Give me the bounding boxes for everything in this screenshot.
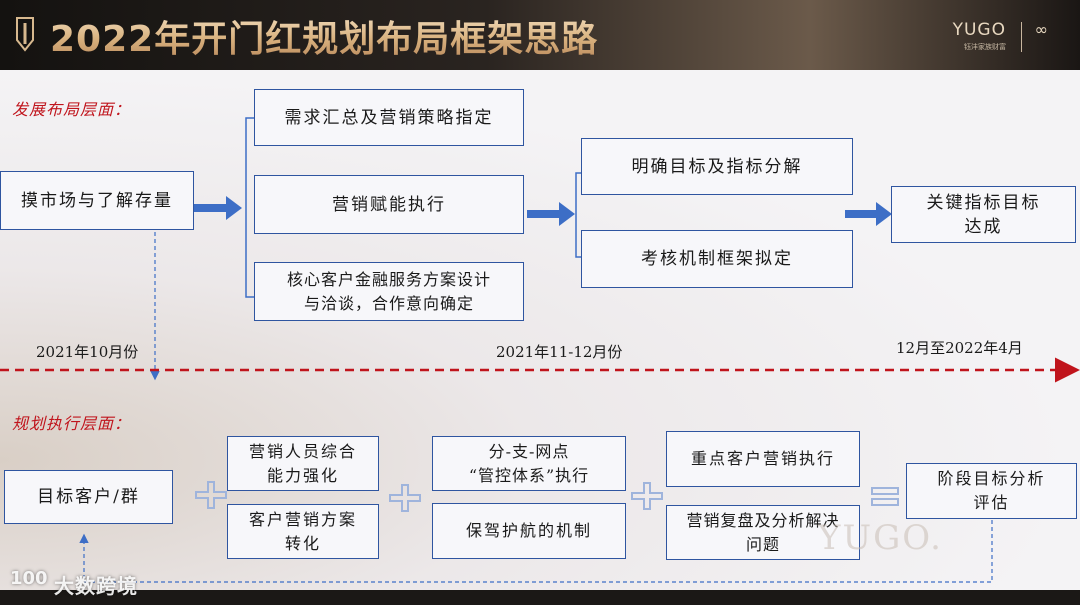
platform-logo-icon: 100 (10, 568, 48, 589)
plus-icon (632, 483, 662, 509)
timeline-label-dec-apr: 12月至2022年4月 (896, 337, 1023, 358)
marketing-enablement-box: 营销赋能执行 (254, 175, 524, 234)
execution-layer-label: 规划执行层面： (12, 410, 131, 434)
demand-strategy-box: 需求汇总及营销策略指定 (254, 89, 524, 146)
safeguard-mechanism-box: 保驾护航的机制 (432, 503, 626, 559)
market-research-box: 摸市场与了解存量 (0, 171, 194, 230)
equals-icon (872, 488, 898, 505)
arrow-phase3-to-end (845, 202, 892, 226)
arrow-phase2-to-phase3 (527, 202, 575, 226)
timeline-label-nov-dec: 2021年11-12月份 (496, 341, 622, 362)
client-plan-conversion-box: 客户营销方案 转化 (227, 504, 379, 559)
target-client-box: 目标客户/群 (4, 470, 173, 524)
timeline-label-oct: 2021年10月份 (36, 341, 138, 362)
stage-evaluation-box: 阶段目标分析 评估 (906, 463, 1077, 519)
control-system-box: 分-支-网点 “管控体系”执行 (432, 436, 626, 491)
assessment-framework-box: 考核机制框架拟定 (581, 230, 853, 288)
development-layer-label: 发展布局层面： (12, 96, 131, 120)
arrow-start-to-phase2 (194, 196, 242, 220)
core-client-plan-box: 核心客户金融服务方案设计 与洽谈，合作意向确定 (254, 262, 524, 321)
key-client-execution-box: 重点客户营销执行 (666, 431, 860, 487)
sales-capability-box: 营销人员综合 能力强化 (227, 436, 379, 491)
platform-watermark: 大数跨境 (54, 570, 138, 599)
key-target-box: 关键指标目标 达成 (891, 186, 1076, 243)
goal-breakdown-box: 明确目标及指标分解 (581, 138, 853, 195)
plus-icon (196, 482, 226, 508)
plus-icon (390, 485, 420, 511)
yugo-watermark: YUGO. (818, 518, 943, 558)
